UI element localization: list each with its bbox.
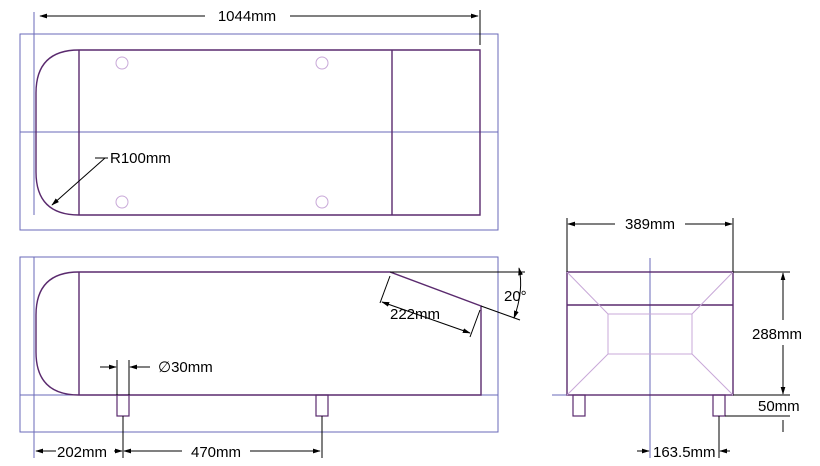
end-view-bevel <box>566 353 609 396</box>
dim-overall-length: 1044mm <box>218 8 276 25</box>
mount-hole <box>315 56 329 70</box>
top-view-body-outline <box>35 49 481 216</box>
end-view-body <box>566 271 734 396</box>
dim-center-offset: 163.5mm <box>653 444 716 461</box>
slope-dim-line <box>381 301 471 334</box>
slope-ext-b <box>469 309 481 338</box>
dim-slope-angle: 20° <box>504 288 527 305</box>
radius-leader <box>51 157 106 206</box>
foot <box>116 394 130 417</box>
dim-foot-offset: 202mm <box>57 444 107 461</box>
dim-hole-diameter: ∅30mm <box>158 359 213 376</box>
dim-foot-spacing: 470mm <box>191 444 241 461</box>
angle-arc <box>513 267 523 319</box>
end-view-bevel <box>691 353 734 396</box>
mount-hole <box>315 195 329 209</box>
side-view-body-outline <box>35 271 482 396</box>
dim-corner-radius: R100mm <box>110 150 171 167</box>
foot <box>572 394 586 417</box>
mount-hole <box>115 195 129 209</box>
mount-hole <box>115 56 129 70</box>
dim-height: 288mm <box>752 326 802 343</box>
side-view: 20° 222mm ∅30mm 202mm 470mm <box>19 256 527 461</box>
end-view-bevel <box>566 271 609 315</box>
top-view: 1044mm R100mm <box>19 8 499 231</box>
dim-slope-length: 222mm <box>390 306 440 323</box>
side-view-frame <box>19 256 499 433</box>
dim-width: 389mm <box>625 216 675 233</box>
foot <box>315 394 329 417</box>
end-view: 389mm 288mm 50mm 163.5mm <box>552 216 802 461</box>
end-view-bevel <box>691 271 734 315</box>
slope-ext-a <box>379 275 391 304</box>
dim-foot-height: 50mm <box>758 398 800 415</box>
angle-slope-ext <box>480 305 521 321</box>
foot <box>712 394 726 417</box>
end-view-inner-panel <box>607 313 693 355</box>
